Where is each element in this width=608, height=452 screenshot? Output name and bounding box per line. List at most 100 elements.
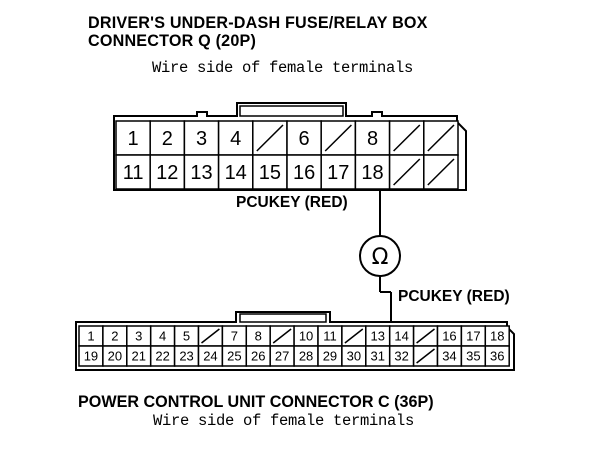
lower-pin-number: 20 [108, 349, 122, 364]
upper-cavity: 18 [354, 154, 391, 190]
lower-cavity: 29 [317, 345, 343, 367]
lower-pin-number: 23 [179, 349, 193, 364]
lower-wire-label: PCUKEY (RED) [398, 288, 510, 305]
lower-cavity: 10 [293, 325, 319, 347]
lower-connector-subtitle: Wire side of female terminals [153, 412, 415, 430]
lower-cavity: 1 [78, 325, 104, 347]
lower-pin-number: 35 [466, 349, 480, 364]
lower-connector-lock-tab [239, 313, 327, 323]
lower-cavity [197, 325, 224, 347]
lower-pin-number: 27 [275, 349, 289, 364]
lower-cavity: 13 [365, 325, 391, 347]
lower-pin-number: 10 [299, 329, 313, 344]
lower-pin-number: 1 [87, 329, 94, 344]
lower-pin-number: 32 [394, 349, 408, 364]
upper-cavity [320, 120, 357, 156]
lower-cavity: 5 [173, 325, 200, 347]
upper-cavity: 13 [183, 154, 220, 190]
lower-cavity: 16 [436, 325, 463, 347]
lower-pin-number: 17 [466, 329, 480, 344]
upper-unused-cavity-slash [256, 124, 284, 152]
upper-cavity: 16 [286, 154, 322, 190]
lower-cavity: 2 [102, 325, 128, 347]
upper-pin-number: 14 [225, 162, 247, 184]
upper-pin-number: 6 [299, 128, 310, 150]
upper-connector-subtitle: Wire side of female terminals [152, 59, 414, 77]
lower-cavity: 24 [197, 345, 224, 367]
lower-pin-number: 21 [132, 349, 146, 364]
lower-pin-number: 14 [394, 329, 408, 344]
lower-cavity: 32 [388, 345, 415, 367]
lower-cavity: 31 [365, 345, 391, 367]
lower-pin-number: 16 [442, 329, 456, 344]
ohm-symbol: Ω [372, 245, 389, 270]
upper-pin-number: 2 [162, 128, 173, 150]
lower-pin-number: 8 [255, 329, 262, 344]
lower-cavity [412, 325, 439, 347]
lower-cavity: 7 [221, 325, 248, 347]
lower-connector-title: POWER CONTROL UNIT CONNECTOR C (36P) [78, 392, 434, 411]
upper-connector-title-line2: CONNECTOR Q (20P) [88, 31, 257, 50]
lower-pin-number: 18 [490, 329, 504, 344]
upper-cavity [252, 120, 288, 156]
lower-unused-cavity-slash [201, 328, 220, 344]
ohmmeter-icon: Ω [359, 235, 401, 277]
upper-cavity: 15 [252, 154, 288, 190]
lower-pin-number: 25 [227, 349, 241, 364]
upper-pin-number: 12 [156, 162, 178, 184]
lower-pin-number: 34 [442, 349, 456, 364]
lower-cavity: 35 [460, 345, 487, 367]
lower-pin-number: 31 [371, 349, 385, 364]
lower-cavity: 8 [245, 325, 271, 347]
lower-cavity: 27 [269, 345, 295, 367]
upper-unused-cavity-slash [393, 124, 421, 152]
lower-cavity: 23 [173, 345, 200, 367]
upper-cavity: 2 [149, 120, 186, 156]
upper-pin-number: 3 [196, 128, 207, 150]
lower-cavity: 14 [388, 325, 415, 347]
upper-pin-number: 15 [259, 162, 281, 184]
upper-cavity [388, 120, 425, 156]
lower-cavity: 21 [126, 345, 152, 367]
lower-cavity: 22 [149, 345, 176, 367]
upper-cavity [423, 154, 459, 190]
lower-pin-number: 11 [323, 329, 337, 344]
lower-cavity: 18 [484, 325, 510, 347]
lower-pin-number: 24 [203, 349, 217, 364]
lower-cavity: 26 [245, 345, 271, 367]
upper-cavity: 1 [115, 120, 151, 156]
lower-unused-cavity-slash [344, 328, 364, 344]
lower-pin-number: 28 [299, 349, 313, 364]
upper-pin-number: 4 [230, 128, 241, 150]
lower-cavity: 30 [341, 345, 367, 367]
lower-pin-number: 3 [135, 329, 142, 344]
upper-pin-number: 18 [361, 162, 383, 184]
lower-pin-number: 30 [347, 349, 361, 364]
lower-cavity: 34 [436, 345, 463, 367]
upper-connector-title-line1: DRIVER'S UNDER-DASH FUSE/RELAY BOX [88, 13, 428, 32]
lower-pin-number: 26 [251, 349, 265, 364]
lower-pin-number: 13 [371, 329, 385, 344]
lower-pin-number: 22 [155, 349, 169, 364]
upper-wire-label: PCUKEY (RED) [236, 194, 348, 211]
lower-cavity: 25 [221, 345, 248, 367]
lower-unused-cavity-slash [416, 348, 435, 364]
lower-unused-cavity-slash [416, 328, 435, 344]
upper-cavity: 3 [183, 120, 220, 156]
upper-cavity: 4 [217, 120, 254, 156]
lower-unused-cavity-slash [272, 328, 292, 344]
lower-cavity: 17 [460, 325, 487, 347]
upper-cavity: 6 [286, 120, 322, 156]
upper-cavity [423, 120, 459, 156]
upper-cavity: 17 [320, 154, 357, 190]
upper-unused-cavity-slash [393, 158, 421, 186]
upper-cavity: 8 [354, 120, 391, 156]
lower-cavity [341, 325, 367, 347]
upper-unused-cavity-slash [427, 158, 455, 186]
upper-unused-cavity-slash [324, 124, 352, 152]
lower-cavity [412, 345, 439, 367]
upper-unused-cavity-slash [427, 124, 455, 152]
